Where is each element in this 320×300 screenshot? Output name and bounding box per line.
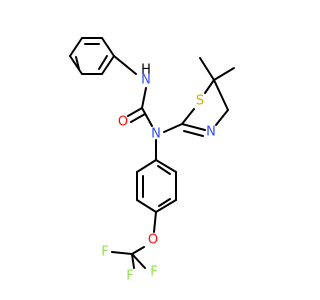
bond-cf2 — [131, 253, 146, 269]
bond-ph-nh — [113, 55, 137, 75]
bond-ar-inner3 — [157, 165, 171, 175]
bond-ph3 — [101, 55, 115, 75]
bond-ar-o — [153, 211, 157, 233]
atom-labels: H N O N S N O F F F — [101, 63, 216, 284]
bond-n-c2-a — [181, 123, 206, 131]
bond-cf1 — [111, 251, 133, 255]
label-f2: F — [150, 265, 157, 280]
label-h: H — [141, 63, 151, 78]
label-f1: F — [101, 245, 108, 260]
bond-ph2 — [101, 37, 115, 57]
bond-ph6 — [69, 37, 83, 57]
bond-ar3 — [136, 199, 157, 213]
bond-c-n — [141, 107, 153, 127]
label-nh: N — [141, 73, 151, 88]
bond-me1 — [199, 57, 215, 81]
bond-cf3 — [131, 253, 135, 269]
bond-c5-c4 — [213, 79, 229, 111]
bond-nh-c — [141, 87, 147, 109]
label-n-ring: N — [206, 125, 216, 140]
bond-n-c2-b — [183, 130, 204, 137]
bond-me2 — [213, 67, 235, 81]
bond-ar6 — [155, 159, 177, 173]
bond-o-cf3 — [131, 246, 145, 255]
label-s-ring: S — [196, 94, 204, 109]
label-o-ether: O — [148, 233, 158, 248]
bond-ph-inner2 — [98, 55, 108, 70]
bond-ph5 — [69, 55, 83, 75]
bond-ar4 — [155, 199, 177, 213]
molecule-structure: H N O N S N O F F F — [0, 0, 300, 300]
bonds — [69, 37, 235, 269]
label-f3: F — [126, 269, 133, 284]
bond-co1 — [127, 107, 143, 117]
bond-ar-inner2 — [158, 198, 171, 207]
label-o-carbonyl: O — [118, 115, 128, 130]
bond-c4-n — [215, 109, 229, 126]
bond-co2 — [130, 113, 146, 123]
background — [0, 0, 300, 300]
bond-ar1 — [136, 159, 157, 173]
bond-s-c5 — [204, 79, 215, 94]
bond-n-c2 — [163, 123, 183, 133]
bond-ph-inner3 — [75, 56, 80, 70]
label-n-center: N — [151, 127, 161, 142]
bond-c2-s — [181, 108, 195, 125]
